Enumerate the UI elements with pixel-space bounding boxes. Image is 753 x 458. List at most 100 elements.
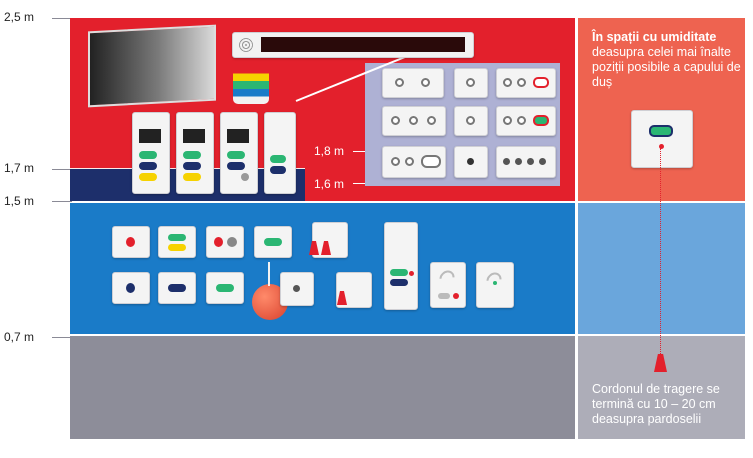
signal-light-stack	[233, 66, 269, 104]
socket-icon	[427, 116, 436, 125]
height-line-1-7	[52, 169, 72, 170]
cord-outlet-icon	[659, 144, 664, 149]
wireless-reader-1	[430, 262, 466, 308]
call-button-red-1	[112, 226, 150, 258]
wireless-signal-icon	[483, 269, 505, 291]
call-unit-4	[264, 112, 296, 194]
pull-cord-handle-icon	[321, 241, 331, 255]
led-display-bar	[232, 32, 474, 58]
socket-single-1	[454, 68, 488, 98]
call-unit-3	[220, 112, 258, 194]
pneumatic-tube	[268, 262, 270, 286]
socket-icon	[515, 158, 522, 165]
pull-cord-handle-icon	[309, 241, 319, 255]
pull-switch-indicator	[649, 125, 673, 137]
socket-icon	[395, 78, 404, 87]
pull-switch-box	[631, 110, 693, 168]
data-port-icon	[467, 158, 474, 165]
call-button-yellow	[168, 244, 186, 251]
socket-quad	[496, 146, 556, 178]
socket-icon	[503, 78, 512, 87]
call-button-green	[270, 155, 286, 163]
call-button-green	[139, 151, 157, 159]
call-button-red	[214, 237, 223, 247]
wireless-signal-icon	[436, 267, 458, 289]
call-button-blue	[227, 162, 245, 170]
socket-icon	[405, 157, 414, 166]
cancel-button-green-1	[254, 226, 292, 258]
pull-cord-switch-1	[309, 222, 348, 258]
call-button-yellow	[139, 173, 157, 181]
call-button-red-gray	[206, 226, 244, 258]
call-button-gray	[241, 173, 249, 181]
humidity-note-title: În spații cu umiditate	[592, 30, 717, 44]
height-label-1-6: 1,6 m	[314, 177, 345, 191]
call-unit-2	[176, 112, 214, 194]
call-button-blue	[139, 162, 157, 170]
socket-icon	[391, 116, 400, 125]
height-label-2-5: 2,5 m	[4, 10, 35, 24]
call-button-green	[168, 234, 186, 241]
call-unit-screen	[139, 129, 161, 143]
call-button-gray	[438, 293, 450, 299]
call-unit-screen	[183, 129, 205, 143]
call-button-green	[227, 151, 245, 159]
call-button-blue	[183, 162, 201, 170]
rocker-switch	[421, 155, 441, 168]
pneumatic-socket	[280, 272, 314, 306]
zone-light-blue-right	[578, 203, 745, 334]
socket-icon	[527, 158, 534, 165]
socket-icon	[391, 157, 400, 166]
call-unit-1	[132, 112, 170, 194]
rocker-switch-red	[533, 77, 549, 88]
call-button-blue	[390, 279, 408, 286]
pull-cord-switch-2	[336, 272, 372, 308]
room-terminal	[384, 222, 418, 310]
socket-double-switch-1	[496, 68, 556, 98]
socket-icon	[503, 116, 512, 125]
height-line-1-5	[52, 201, 72, 202]
call-button-green	[183, 151, 201, 159]
pull-cord-line	[660, 148, 661, 354]
call-button-blue	[126, 283, 135, 293]
zone-salmon-humid	[578, 18, 745, 201]
height-label-0-7: 0,7 m	[4, 330, 35, 344]
call-button-red	[453, 293, 459, 299]
call-unit-screen	[227, 129, 249, 143]
call-button-green	[216, 284, 234, 292]
socket-double-1	[382, 68, 444, 98]
call-button-red	[409, 271, 414, 276]
line-1-8-marker	[353, 151, 365, 152]
data-socket	[454, 146, 488, 178]
cancel-button-green-2	[206, 272, 244, 304]
led-display-screen	[261, 37, 465, 52]
call-button-green	[264, 238, 282, 246]
dual-button-blue	[158, 272, 196, 304]
speaker-icon	[239, 38, 253, 52]
pull-cord-handle	[654, 354, 667, 372]
pull-cord-note: Cordonul de tragere se termină cu 10 – 2…	[592, 382, 720, 426]
height-label-1-8: 1,8 m	[314, 144, 345, 158]
wireless-reader-2	[476, 262, 514, 308]
call-button-red	[126, 237, 135, 247]
call-button-green	[390, 269, 408, 276]
socket-single-2	[454, 106, 488, 136]
socket-icon	[517, 78, 526, 87]
call-button-yellow	[183, 173, 201, 181]
height-line-0-7	[52, 337, 72, 338]
socket-icon	[466, 116, 475, 125]
socket-icon	[539, 158, 546, 165]
call-button-blue-1	[112, 272, 150, 304]
zone-light-gray-right	[578, 336, 745, 439]
dual-button-green-yellow	[158, 226, 196, 258]
socket-triple-1	[382, 106, 446, 136]
gray-display-panel	[88, 24, 216, 108]
humidity-note-body: deasupra celei mai înalte poziții posibi…	[592, 45, 741, 89]
socket-icon	[466, 78, 475, 87]
socket-icon	[421, 78, 430, 87]
call-button-gray	[227, 237, 237, 247]
line-1-6-marker	[353, 183, 365, 184]
call-button-blue	[168, 284, 186, 292]
zone-gray-lower	[70, 336, 575, 439]
socket-icon	[409, 116, 418, 125]
